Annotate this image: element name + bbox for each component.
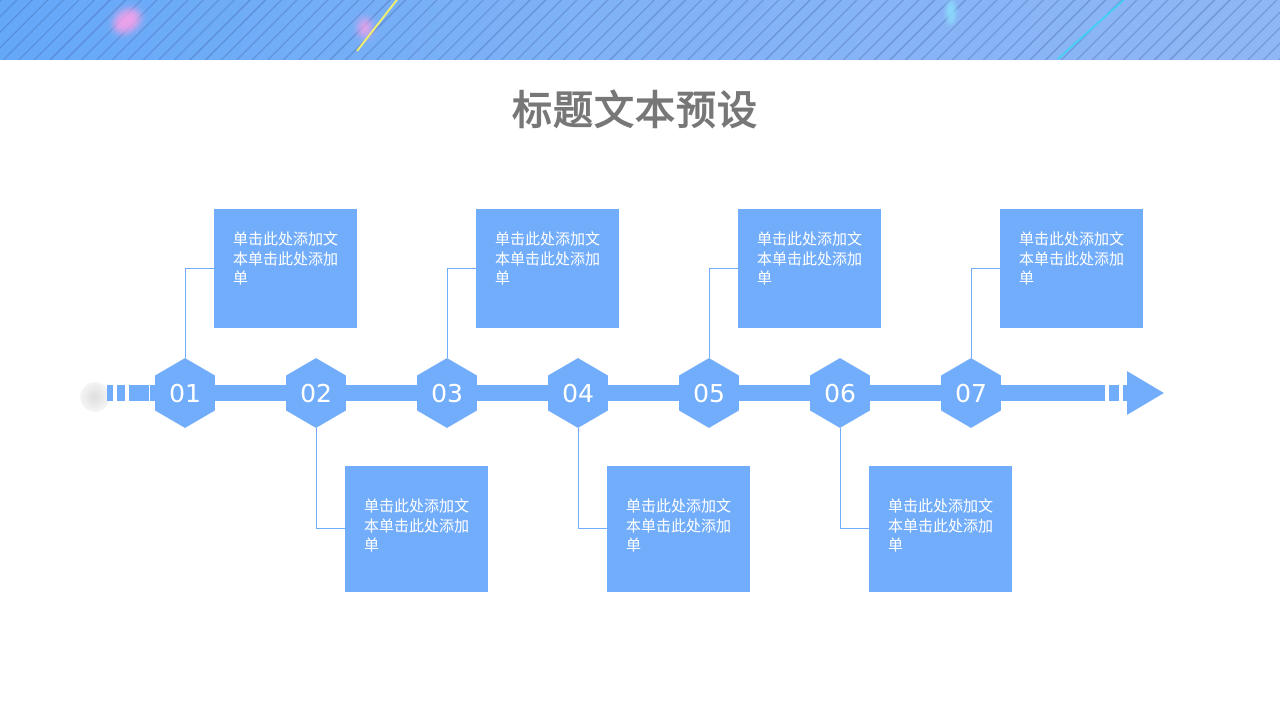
step-text-box[interactable]: 单击此处添加文本单击此处添加单 [345,466,488,592]
connector-line [709,268,738,269]
step-description: 单击此处添加文本单击此处添加单 [757,230,863,287]
step-text-box[interactable]: 单击此处添加文本单击此处添加单 [738,209,881,328]
decorative-blob [108,3,146,39]
connector-line [840,528,869,529]
arrow-tail-dash [129,385,149,401]
step-text-box[interactable]: 单击此处添加文本单击此处添加单 [476,209,619,328]
step-text-box[interactable]: 单击此处添加文本单击此处添加单 [607,466,750,592]
header-banner [0,0,1280,60]
step-number-hexagon[interactable]: 01 [155,358,215,428]
arrow-tail-dash [117,385,125,401]
slide-title[interactable]: 标题文本预设 [512,88,758,134]
step-number-hexagon[interactable]: 06 [810,358,870,428]
step-description: 单击此处添加文本单击此处添加单 [233,230,339,287]
connector-line [185,268,186,358]
step-description: 单击此处添加文本单击此处添加单 [888,497,994,554]
step-description: 单击此处添加文本单击此处添加单 [495,230,601,287]
connector-line [709,268,710,358]
connector-line [840,428,841,528]
connector-line [971,268,1000,269]
connector-line [316,428,317,528]
arrow-head [1127,371,1164,415]
connector-line [578,428,579,528]
step-text-box[interactable]: 单击此处添加文本单击此处添加单 [214,209,357,328]
step-number-hexagon[interactable]: 07 [941,358,1001,428]
arrow-head-dash [1123,385,1128,401]
step-number-hexagon[interactable]: 03 [417,358,477,428]
connector-line [447,268,476,269]
step-number-hexagon[interactable]: 05 [679,358,739,428]
connector-line [578,528,607,529]
connector-line [316,528,345,529]
step-number-hexagon[interactable]: 02 [286,358,346,428]
arrow-head-dash [1085,385,1105,401]
arrow-tail-dash [107,385,113,401]
arrow-tail-shadow [80,382,110,412]
step-text-box[interactable]: 单击此处添加文本单击此处添加单 [1000,209,1143,328]
arrow-head-dash [1109,385,1119,401]
connector-line [185,268,214,269]
step-description: 单击此处添加文本单击此处添加单 [364,497,470,554]
step-number-hexagon[interactable]: 04 [548,358,608,428]
connector-line [971,268,972,358]
decorative-streak [1057,0,1126,60]
decorative-blob [946,0,956,25]
connector-line [447,268,448,358]
step-text-box[interactable]: 单击此处添加文本单击此处添加单 [869,466,1012,592]
step-description: 单击此处添加文本单击此处添加单 [1019,230,1125,287]
step-description: 单击此处添加文本单击此处添加单 [626,497,732,554]
